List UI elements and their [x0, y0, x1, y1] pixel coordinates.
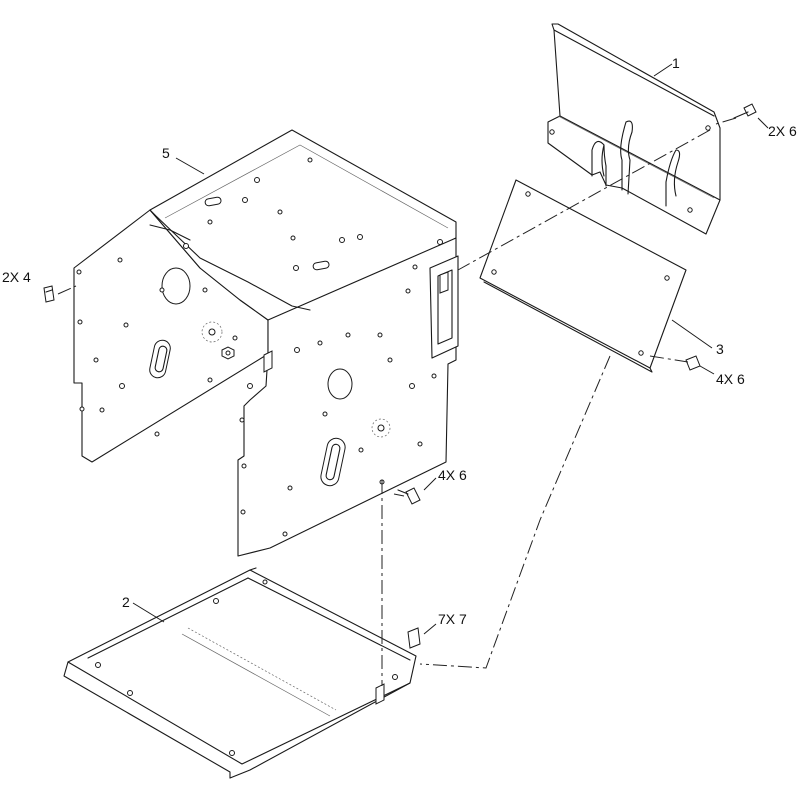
- callout-labels: 1 2 3 5 2X 6 2X 4 4X 6 4X 6 7X 7: [2, 55, 797, 627]
- callout-part-2: 2: [122, 594, 130, 610]
- callout-hw-center: 4X 6: [438, 467, 467, 483]
- screw-right-icon: [685, 355, 701, 371]
- screw-top-right-icon: [733, 103, 757, 119]
- tray-part-2: [63, 567, 417, 779]
- clip-bottom-icon: [407, 627, 421, 649]
- callout-hw-top-right: 2X 6: [768, 123, 797, 139]
- callout-part-3: 3: [716, 341, 724, 357]
- callout-part-1: 1: [672, 55, 680, 71]
- callout-part-5: 5: [162, 145, 170, 161]
- shield-part-1: [547, 23, 721, 235]
- leader-lines: [132, 63, 769, 635]
- callout-hw-right: 4X 6: [716, 371, 745, 387]
- housing-part-5: [73, 129, 459, 557]
- plate-part-3: [479, 179, 687, 373]
- callout-hw-bottom: 7X 7: [438, 611, 467, 627]
- callout-hw-left: 2X 4: [2, 269, 31, 285]
- screw-center-icon: [397, 487, 421, 505]
- assembly-lines: [57, 117, 737, 686]
- hardware: [43, 103, 757, 649]
- clip-left-icon: [43, 285, 55, 303]
